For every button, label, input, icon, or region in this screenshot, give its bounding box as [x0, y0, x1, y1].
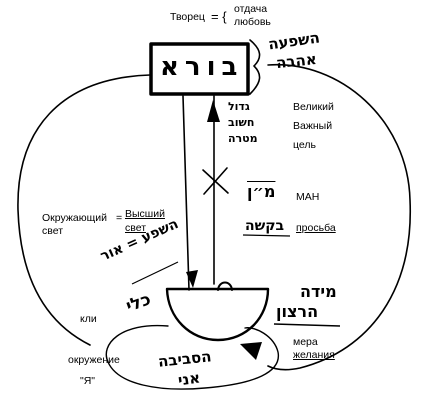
label-equals: =	[116, 212, 123, 224]
hebrew-will: הרצון	[276, 302, 319, 321]
hebrew-creator-box: בורא	[160, 52, 244, 82]
influence-stroke	[131, 261, 179, 285]
downward-arrowhead	[186, 270, 198, 288]
upward-arrowhead	[207, 100, 220, 122]
label-man: МАН	[296, 191, 320, 203]
hebrew-request: בקשה	[245, 218, 285, 234]
label-love: любовь	[234, 16, 271, 28]
creator-box	[149, 42, 250, 96]
brace-right	[249, 39, 261, 95]
label-kli: кли	[80, 313, 97, 325]
hebrew-important: חשוב	[228, 116, 255, 129]
kli-bowl	[165, 287, 270, 342]
label-important: Важный	[293, 120, 333, 132]
label-measure: мера	[293, 336, 318, 348]
label-request: просьба	[296, 222, 336, 234]
label-desire: желания	[293, 349, 335, 361]
label-goal: цель	[293, 139, 316, 151]
cross-mark	[202, 167, 229, 195]
label-equals-brace: = {	[211, 9, 227, 24]
label-giving: отдача	[234, 3, 268, 15]
label-higher-light: свет	[125, 222, 147, 234]
label-surrounding: Окружающий	[42, 212, 107, 224]
request-underline	[242, 234, 291, 237]
hebrew-man: מ״ן	[247, 182, 276, 201]
label-higher: Высший	[125, 208, 165, 220]
environment-arrowhead	[240, 342, 262, 360]
label-creator: Творец	[170, 11, 205, 23]
upward-line	[182, 95, 190, 291]
environment-ellipse	[105, 324, 280, 390]
label-great: Великий	[293, 101, 334, 113]
label-self: "Я"	[80, 375, 96, 387]
hebrew-self: אני	[176, 368, 202, 390]
hebrew-goal: מטרה	[228, 132, 258, 145]
hebrew-great: גדול	[228, 100, 250, 113]
label-environment: окружение	[68, 354, 120, 366]
hebrew-measure: מידה	[300, 282, 337, 301]
measure-underline	[273, 323, 341, 327]
label-light: свет	[42, 225, 64, 237]
outer-loop	[17, 64, 411, 371]
